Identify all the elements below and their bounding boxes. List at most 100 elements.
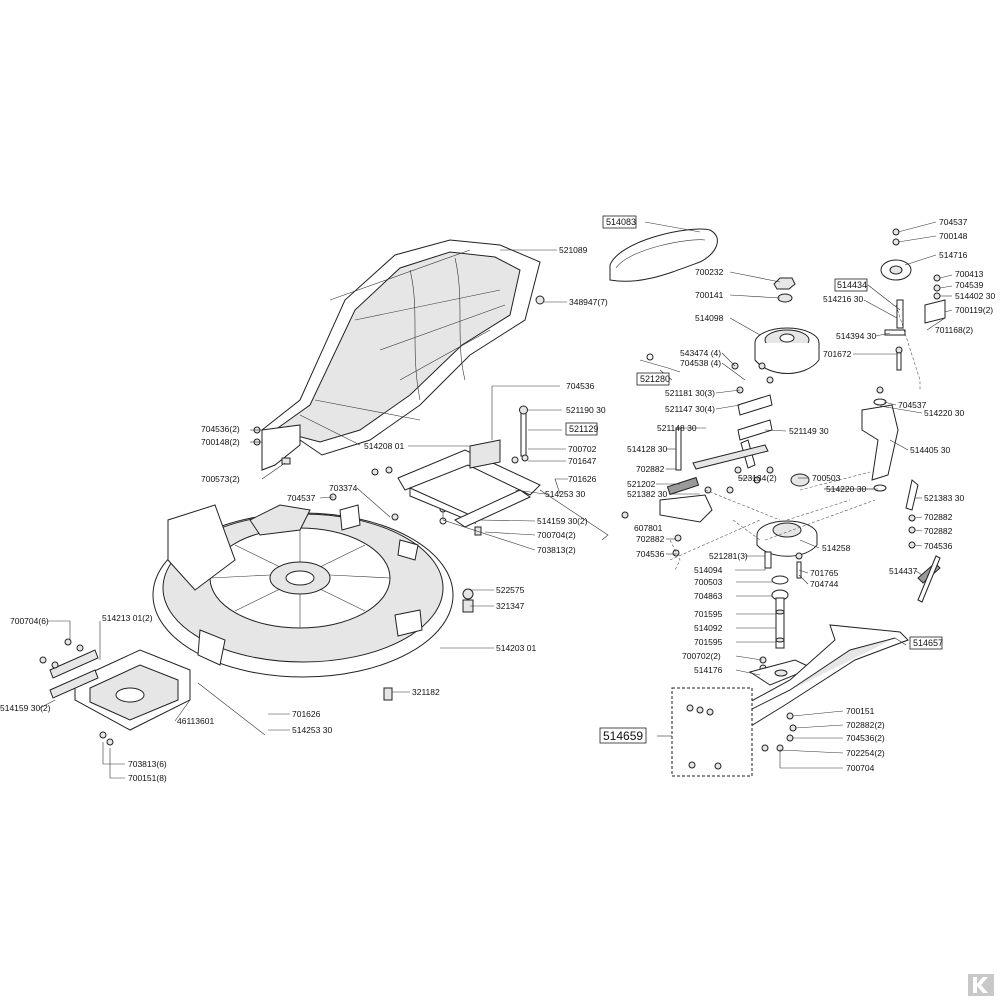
label-514716: 514716 xyxy=(939,250,968,260)
label-700148-2: 700148(2) xyxy=(201,437,240,447)
label-704539: 704539 xyxy=(955,280,984,290)
idler-assembly xyxy=(861,228,946,603)
label-700232: 700232 xyxy=(695,267,724,277)
spindle-pulley-assembly xyxy=(621,277,820,686)
label-521129: 521129 xyxy=(569,424,598,434)
label-701647: 701647 xyxy=(568,456,597,466)
label-704537-c: 704537 xyxy=(898,400,927,410)
label-514176: 514176 xyxy=(694,665,723,675)
cutting-blade xyxy=(671,624,909,777)
label-514258: 514258 xyxy=(822,543,851,553)
left-bracket-assembly xyxy=(39,638,266,746)
label-514213: 514213 01(2) xyxy=(102,613,153,623)
drive-belt xyxy=(609,228,718,282)
part-labels: 514083 521089 348947(7) 704536(2) 700148… xyxy=(0,217,995,783)
label-521089: 521089 xyxy=(559,245,588,255)
label-514203: 514203 01 xyxy=(496,643,536,653)
label-704536-2: 704536(2) xyxy=(201,424,240,434)
discharge-chute xyxy=(253,239,545,471)
label-521147: 521147 30(4) xyxy=(665,404,715,414)
label-514098: 514098 xyxy=(695,313,724,323)
label-700573-2: 700573(2) xyxy=(201,474,240,484)
label-704538: 704538 (4) xyxy=(680,358,721,368)
label-514208: 514208 01 xyxy=(364,441,404,451)
label-514094: 514094 xyxy=(694,565,723,575)
lift-frame xyxy=(371,405,609,541)
label-703374: 703374 xyxy=(329,483,358,493)
label-704536-a: 704536 xyxy=(566,381,595,391)
label-521382: 521382 30 xyxy=(627,489,667,499)
label-700704: 700704 xyxy=(846,763,875,773)
label-702882-c: 702882 xyxy=(924,512,953,522)
label-523134: 523134(2) xyxy=(738,473,777,483)
label-700702-2: 700702(2) xyxy=(682,651,721,661)
label-701595-a: 701595 xyxy=(694,609,723,619)
label-704536-2b: 704536(2) xyxy=(846,733,885,743)
label-704744: 704744 xyxy=(810,579,839,589)
label-522575: 522575 xyxy=(496,585,525,595)
label-702882-d: 702882 xyxy=(924,526,953,536)
label-700151-8: 700151(8) xyxy=(128,773,167,783)
label-702882-b: 702882 xyxy=(636,534,665,544)
label-700704-6: 700704(6) xyxy=(10,616,49,626)
label-321182: 321182 xyxy=(412,687,440,697)
boxed-label-frames xyxy=(565,215,943,744)
label-700119: 700119(2) xyxy=(955,305,993,315)
label-703813-6: 703813(6) xyxy=(128,759,167,769)
label-704537-a: 704537 xyxy=(287,493,316,503)
label-514253-a: 514253 30 xyxy=(545,489,585,499)
label-704863: 704863 xyxy=(694,591,723,601)
label-514402: 514402 30 xyxy=(955,291,995,301)
label-701672: 701672 xyxy=(823,349,852,359)
label-521148: 521148 30 xyxy=(657,423,697,433)
label-521280: 521280 xyxy=(640,374,670,384)
label-321347: 321347 xyxy=(496,601,525,611)
label-700141: 700141 xyxy=(695,290,724,300)
label-521202: 521202 xyxy=(627,479,656,489)
label-704536-c: 704536 xyxy=(924,541,953,551)
label-348947: 348947(7) xyxy=(569,297,608,307)
label-521281: 521281(3) xyxy=(709,551,748,561)
label-514434: 514434 xyxy=(837,280,867,290)
label-514128: 514128 30 xyxy=(627,444,667,454)
label-700503-b: 700503 xyxy=(694,577,723,587)
label-701765: 701765 xyxy=(810,568,839,578)
label-514216: 514216 30 xyxy=(823,294,863,304)
label-607801: 607801 xyxy=(634,523,663,533)
label-521181: 521181 30(3) xyxy=(665,388,715,398)
label-514083: 514083 xyxy=(606,217,636,227)
label-521149: 521149 30 xyxy=(789,426,829,436)
label-514220-a: 514220 30 xyxy=(826,484,866,494)
label-700704-2: 700704(2) xyxy=(537,530,576,540)
mower-deck xyxy=(152,493,474,701)
label-514437: 514437 xyxy=(889,566,918,576)
label-700702: 700702 xyxy=(568,444,597,454)
label-700413: 700413 xyxy=(955,269,984,279)
label-702882-2: 702882(2) xyxy=(846,720,885,730)
label-514657: 514657 xyxy=(913,638,943,648)
label-514220-b: 514220 30 xyxy=(924,408,964,418)
label-702254-2: 702254(2) xyxy=(846,748,885,758)
label-704536-b: 704536 xyxy=(636,549,665,559)
label-514159-2a: 514159 30(2) xyxy=(0,703,51,713)
label-521383: 521383 30 xyxy=(924,493,964,503)
label-701626-a: 701626 xyxy=(568,474,597,484)
label-701168: 701168(2) xyxy=(935,325,973,335)
relation-lines xyxy=(669,304,921,571)
label-700503-a: 700503 xyxy=(812,473,841,483)
brand-logo-icon xyxy=(968,974,994,996)
label-543474: 543474 (4) xyxy=(680,348,721,358)
label-46113601: 46113601 xyxy=(177,716,214,726)
label-702882-a: 702882 xyxy=(636,464,665,474)
label-701626-b: 701626 xyxy=(292,709,321,719)
label-701595-b: 701595 xyxy=(694,637,723,647)
leader-lines xyxy=(39,221,953,779)
label-514659: 514659 xyxy=(603,729,643,743)
label-514394: 514394 30 xyxy=(836,331,876,341)
label-514092: 514092 xyxy=(694,623,723,633)
label-704537-b: 704537 xyxy=(939,217,968,227)
label-514253-b: 514253 30 xyxy=(292,725,332,735)
label-514159-2b: 514159 30(2) xyxy=(537,516,588,526)
label-514405: 514405 30 xyxy=(910,445,950,455)
